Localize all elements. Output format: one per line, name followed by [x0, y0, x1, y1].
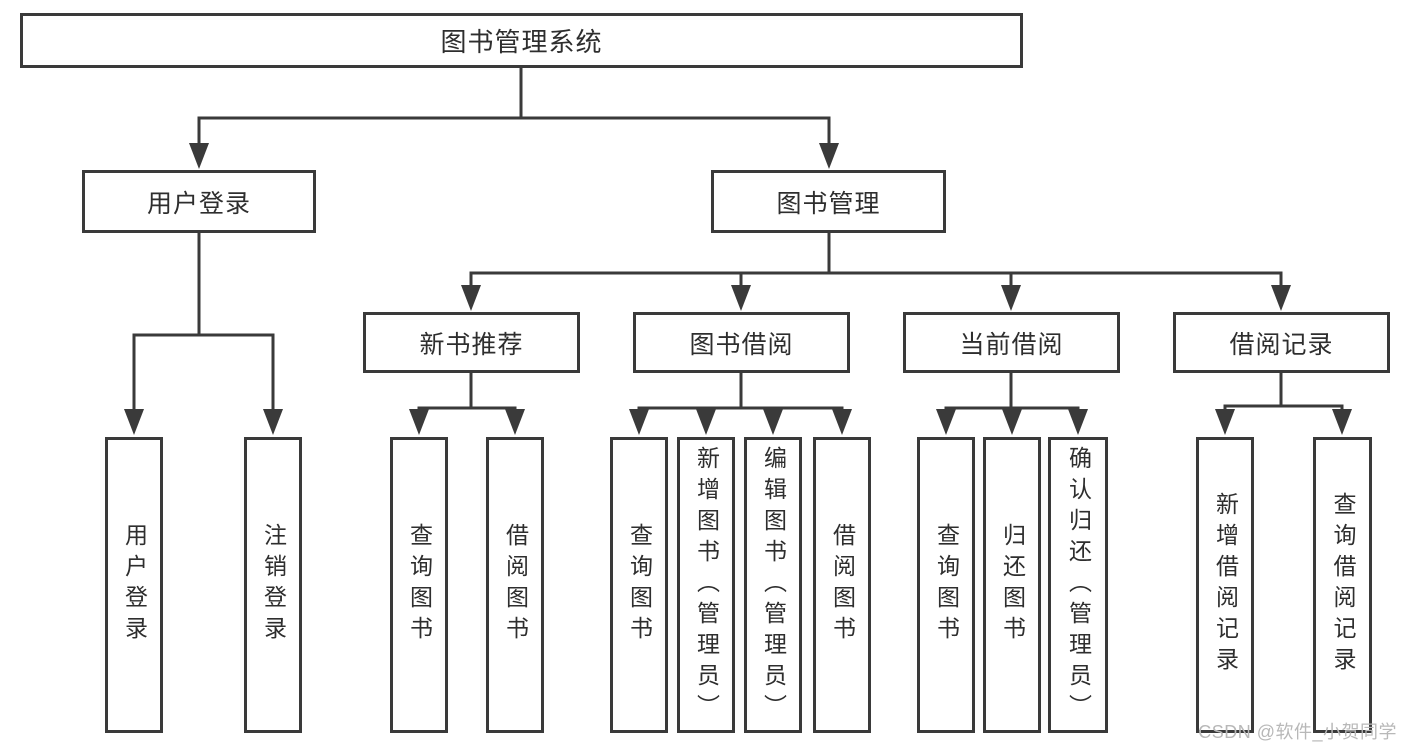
leaf-add-borrow-record: 新增借阅记录: [1196, 437, 1254, 733]
node-book-borrow: 图书借阅: [633, 312, 850, 373]
leaf-label: 新增借阅记录: [1212, 492, 1239, 678]
leaf-query-borrow-record: 查询借阅记录: [1313, 437, 1372, 733]
node-borrow-records-label: 借阅记录: [1229, 330, 1334, 359]
leaf-confirm-return-admin: 确认归还（管理员）: [1048, 437, 1108, 733]
arrowhead: [1271, 285, 1291, 311]
arrowhead: [763, 409, 783, 435]
node-user-login-label: 用户登录: [146, 189, 251, 218]
arrowhead: [1001, 285, 1021, 311]
arrowhead: [505, 409, 525, 435]
leaf-add-books-admin: 新增图书（管理员）: [677, 437, 735, 733]
arrowhead: [124, 409, 144, 435]
arrowhead: [936, 409, 956, 435]
leaf-query-books-recommend: 查询图书: [390, 437, 448, 733]
node-root: 图书管理系统: [20, 13, 1023, 68]
arrowhead: [629, 409, 649, 435]
node-current-borrow: 当前借阅: [903, 312, 1120, 373]
arrowhead: [696, 409, 716, 435]
arrowhead: [461, 285, 481, 311]
leaf-label: 新增图书（管理员）: [693, 445, 720, 725]
arrowhead: [1002, 409, 1022, 435]
leaf-label: 注销登录: [260, 523, 287, 647]
node-new-book-recommend: 新书推荐: [363, 312, 580, 373]
arrowhead: [731, 285, 751, 311]
node-borrow-records: 借阅记录: [1173, 312, 1390, 373]
leaf-label: 编辑图书（管理员）: [760, 445, 787, 725]
arrowhead: [832, 409, 852, 435]
node-user-login: 用户登录: [82, 170, 316, 233]
arrowhead: [1332, 409, 1352, 435]
node-root-label: 图书管理系统: [440, 27, 603, 57]
node-book-borrow-label: 图书借阅: [689, 330, 794, 359]
arrowhead: [189, 143, 209, 169]
node-current-borrow-label: 当前借阅: [959, 330, 1064, 359]
leaf-label: 查询图书: [933, 523, 960, 647]
arrowhead: [819, 143, 839, 169]
leaf-return-books: 归还图书: [983, 437, 1041, 733]
leaf-label: 借阅图书: [502, 523, 529, 647]
arrowhead: [263, 409, 283, 435]
leaf-label: 查询借阅记录: [1330, 492, 1356, 678]
node-new-book-recommend-label: 新书推荐: [419, 330, 524, 359]
arrowhead: [1215, 409, 1235, 435]
leaf-query-books-current: 查询图书: [917, 437, 975, 733]
arrowhead: [1068, 409, 1088, 435]
leaf-label: 查询图书: [406, 523, 433, 647]
leaf-label: 借阅图书: [829, 523, 856, 647]
leaf-label: 查询图书: [626, 523, 653, 647]
leaf-label: 归还图书: [999, 523, 1026, 647]
leaf-borrow-books-recommend: 借阅图书: [486, 437, 544, 733]
leaf-label: 用户登录: [121, 523, 148, 647]
leaf-edit-books-admin: 编辑图书（管理员）: [744, 437, 802, 733]
watermark: CSDN @软件_小贺同学: [1198, 722, 1397, 742]
node-book-management-label: 图书管理: [776, 189, 881, 218]
leaf-borrow-books: 借阅图书: [813, 437, 871, 733]
arrowhead: [409, 409, 429, 435]
leaf-logout: 注销登录: [244, 437, 302, 733]
leaf-user-login: 用户登录: [105, 437, 163, 733]
node-book-management: 图书管理: [711, 170, 946, 233]
leaf-label: 确认归还（管理员）: [1065, 445, 1092, 725]
leaf-query-books-borrow: 查询图书: [610, 437, 668, 733]
